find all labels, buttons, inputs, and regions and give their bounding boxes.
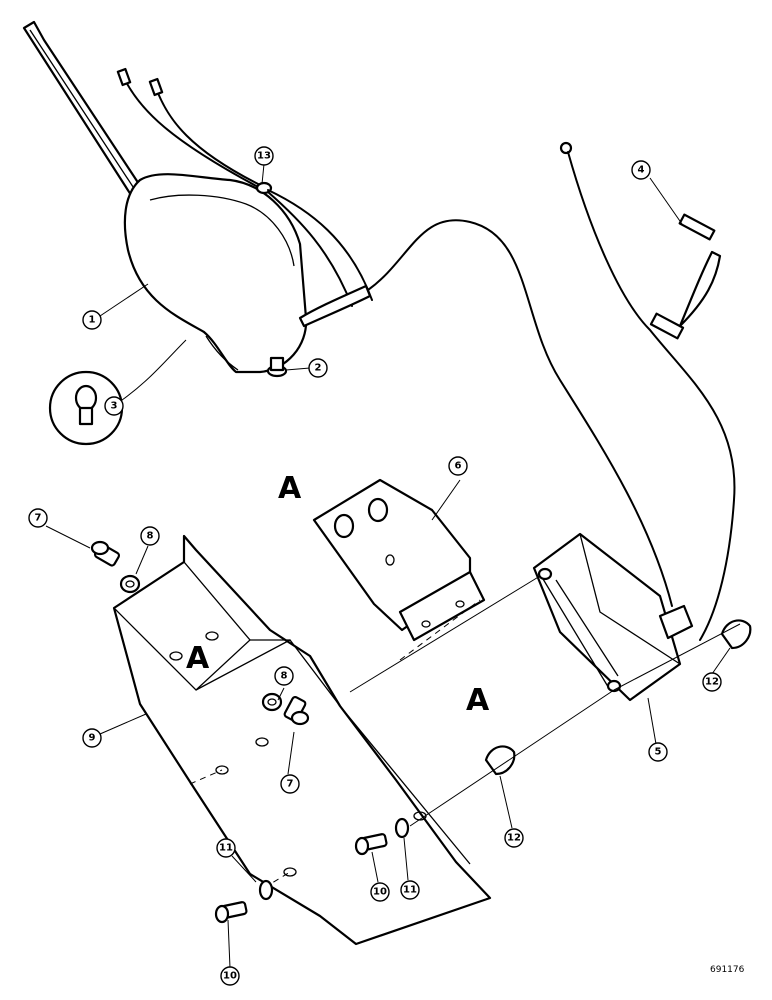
housing-screw [266,356,288,378]
svg-text:12: 12 [507,833,521,844]
mounting-plate [112,534,492,946]
wire-terminal-left [116,67,132,87]
callout-7-upper: 7 [28,508,48,528]
screw-upper-left [90,540,121,567]
flasher-box [532,532,694,702]
svg-text:12: 12 [705,677,719,688]
svg-text:13: 13 [257,151,271,162]
svg-text:8: 8 [281,671,288,682]
svg-text:10: 10 [223,971,237,982]
bracket-hole-left [333,513,355,539]
lever-switch-assembly [22,20,308,378]
fuse [678,213,716,241]
screw-bottom-left [214,901,248,924]
callout-leaders [45,163,731,969]
svg-text:3: 3 [111,401,118,412]
callout-8-upper: 8 [140,526,160,546]
svg-text:2: 2 [315,363,322,374]
bracket-hole-right [367,497,389,523]
callout-6: 6 [448,456,468,476]
flasher-mount-hole-top [537,567,553,581]
mounting-bracket [312,478,486,642]
switch-wiring [116,67,673,607]
mounting-plate-body [112,534,492,946]
marker-a-bracket-flange: A [466,683,490,718]
ground-terminal [559,141,573,155]
screw-middle [283,695,310,726]
svg-text:11: 11 [403,885,417,896]
switch-housing [123,173,308,374]
callout-5: 5 [648,742,668,762]
svg-text:10: 10 [373,887,387,898]
fuse-lead [559,141,736,641]
svg-text:6: 6 [455,461,462,472]
callout-3: 3 [104,396,124,416]
svg-text:5: 5 [655,747,662,758]
svg-text:11: 11 [219,843,233,854]
callout-8-lower: 8 [274,666,294,686]
callout-1: 1 [82,310,102,330]
bulb-base [78,406,94,426]
assembly-lines [189,575,741,889]
callout-11-lower-right: 11 [400,880,420,900]
callout-9: 9 [82,728,102,748]
svg-text:7: 7 [287,779,294,790]
nut-lower [484,745,516,776]
callout-7-lower: 7 [280,774,300,794]
callout-2: 2 [308,358,328,378]
washer-lower-right [394,817,410,839]
callout-4: 4 [631,160,651,180]
marker-a-bracket-top: A [278,471,302,506]
marker-a-plate: A [186,641,210,676]
nut-upper [720,619,752,650]
bulb-detail [48,339,187,446]
wire-sheath [298,284,372,328]
svg-text:1: 1 [89,315,96,326]
callout-10-lower-right: 10 [370,882,390,902]
svg-text:4: 4 [638,165,645,176]
washer-bottom-left [258,879,274,901]
figure-number: 691176 [710,965,745,975]
bulb-glass [74,384,98,412]
washer-upper-left [119,574,141,594]
bracket-flange [398,570,486,642]
svg-text:7: 7 [35,513,42,524]
svg-text:9: 9 [89,733,96,744]
callout-12-lower: 12 [504,828,524,848]
assembly-arrow [678,250,722,328]
flasher-terminal-block [658,604,694,640]
wire-terminal-right [148,77,164,97]
screw-lower-right [354,833,388,856]
callout-10-bottom-left: 10 [220,966,240,986]
fuse-holder [649,312,685,340]
callout-11-bottom-left: 11 [216,838,236,858]
svg-text:8: 8 [147,531,154,542]
callout-12-upper: 12 [702,672,722,692]
washer-middle [261,692,283,712]
callout-13: 13 [254,146,274,166]
